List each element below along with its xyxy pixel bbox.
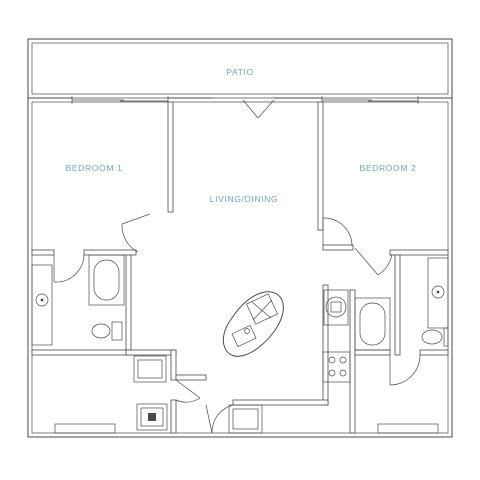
bedroom-1-label: BEDROOM 1 bbox=[66, 163, 123, 173]
closet-shelves bbox=[54, 423, 439, 434]
bath2-door bbox=[354, 247, 393, 276]
bathtub-1 bbox=[88, 254, 125, 306]
toilet-2 bbox=[421, 327, 449, 347]
toilet-1 bbox=[91, 321, 123, 341]
patio-sliding-door-right bbox=[321, 95, 419, 105]
living-dining-label: LIVING/DINING bbox=[210, 194, 278, 204]
exterior-walls bbox=[27, 97, 453, 438]
bedroom-2-label: BEDROOM 2 bbox=[360, 163, 417, 173]
interior-walls bbox=[31, 101, 449, 434]
closet1-door bbox=[175, 379, 201, 403]
patio-label: PATIO bbox=[226, 67, 254, 77]
washer-dryer bbox=[133, 355, 168, 431]
bedroom1-door bbox=[121, 213, 151, 253]
bath1-door bbox=[53, 254, 85, 283]
patio-sliding-door-left bbox=[71, 95, 169, 105]
kitchen-counter bbox=[322, 351, 351, 383]
bedroom2-door bbox=[322, 217, 353, 247]
refrigerator bbox=[323, 289, 349, 326]
bathtub-2 bbox=[354, 297, 391, 351]
entry-closet bbox=[228, 404, 263, 434]
kitchen-island bbox=[222, 291, 284, 357]
entry-door bbox=[205, 404, 234, 434]
bath2-entry-door bbox=[389, 354, 421, 386]
sink-1 bbox=[31, 264, 53, 346]
sink-2 bbox=[427, 257, 449, 329]
patio-door-main bbox=[212, 95, 275, 119]
